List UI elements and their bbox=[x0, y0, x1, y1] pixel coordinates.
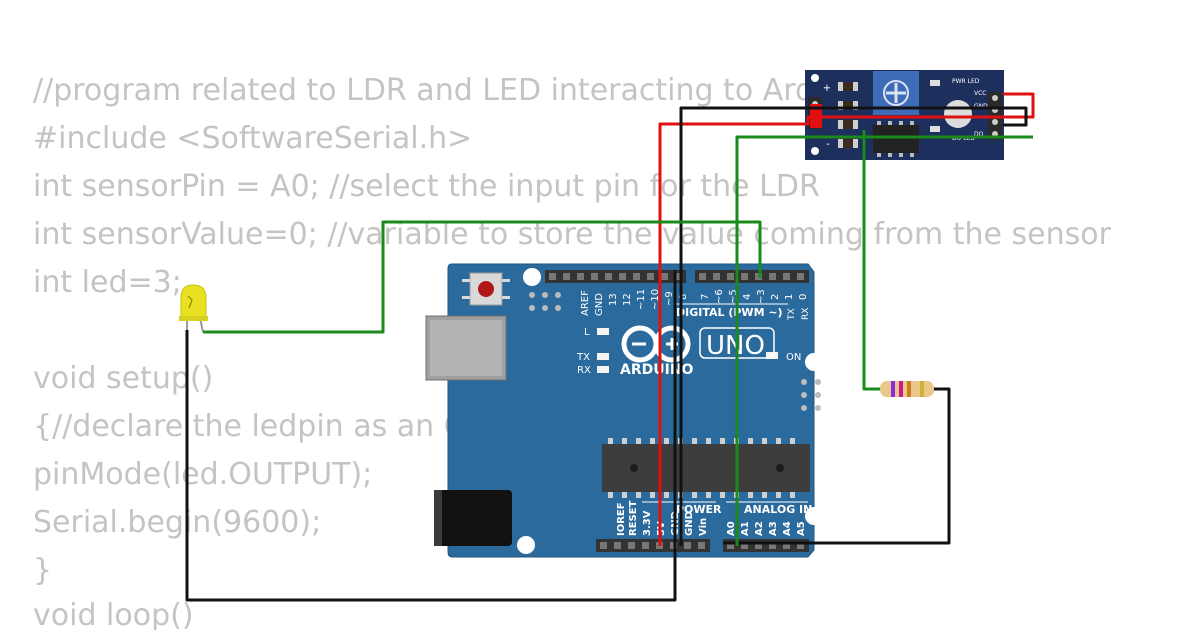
pin-label: 0 bbox=[798, 294, 809, 300]
pin-label: 4 bbox=[742, 294, 753, 300]
code-line: void loop() bbox=[33, 598, 194, 630]
power-jack bbox=[434, 490, 512, 546]
code-line: pinMode(led.OUTPUT); bbox=[33, 457, 372, 492]
wires[interactable] bbox=[185, 92, 1035, 602]
pin-label: ~9 bbox=[664, 291, 675, 306]
arduino-uno-board[interactable]: AREF GND 13 12 ~11 ~10 ~9 8 7 ~6 ~5 4 ~3… bbox=[425, 263, 823, 558]
analog-pin-label: A4 bbox=[782, 521, 793, 536]
pin-label: 12 bbox=[622, 293, 633, 306]
pin-label: ~6 bbox=[714, 289, 725, 304]
yellow-led[interactable] bbox=[179, 284, 208, 333]
power-header[interactable] bbox=[596, 539, 710, 552]
mounting-hole bbox=[805, 353, 823, 371]
led-tx bbox=[597, 353, 609, 360]
power-pin-label: 3.3V bbox=[642, 510, 653, 536]
mounting-hole bbox=[523, 268, 541, 286]
ldr-sensor-module[interactable]: + - PWR LED DO LED VCC GND DO bbox=[805, 70, 1004, 160]
pin-label: ~5 bbox=[728, 289, 739, 304]
wire-black-gnd[interactable] bbox=[185, 270, 677, 602]
led-tx-label: TX bbox=[576, 352, 590, 363]
tx-pin-label: TX bbox=[787, 308, 797, 321]
rx-pin-label: RX bbox=[801, 308, 811, 320]
mounting-hole bbox=[517, 536, 535, 554]
power-pin-label: GND bbox=[684, 511, 695, 536]
pin-label: ~10 bbox=[650, 289, 661, 310]
brand-label: ARDUINO bbox=[620, 362, 694, 378]
led-rx bbox=[597, 366, 609, 373]
wire-green-a0[interactable] bbox=[735, 135, 1033, 546]
minus-mark: - bbox=[826, 139, 830, 150]
power-pin-label: RESET bbox=[628, 500, 639, 536]
pin-label: 13 bbox=[608, 293, 619, 306]
wire-black-resistor[interactable] bbox=[723, 387, 951, 545]
power-label: POWER bbox=[676, 503, 722, 516]
pin-label: ~11 bbox=[636, 289, 647, 310]
pin-label: AREF bbox=[580, 290, 591, 316]
pin-label: GND bbox=[594, 293, 605, 316]
wire-red-5v[interactable] bbox=[658, 92, 1035, 546]
code-line: int sensorPin = A0; //select the input p… bbox=[33, 169, 820, 204]
pin-label: ~3 bbox=[756, 289, 767, 304]
analog-pin-label: A0 bbox=[726, 521, 737, 536]
analog-pin-label: A2 bbox=[754, 521, 765, 536]
vcc-pin-label: VCC bbox=[974, 90, 986, 97]
code-line: } bbox=[33, 553, 52, 588]
icsp-header-right bbox=[801, 379, 821, 411]
pin-label: 1 bbox=[784, 294, 795, 300]
analog-in-label: ANALOG IN bbox=[744, 503, 812, 516]
code-line: #include <SoftwareSerial.h> bbox=[33, 121, 472, 156]
mounting-hole bbox=[805, 507, 823, 525]
code-line: void setup() bbox=[33, 361, 213, 396]
digital-header[interactable] bbox=[545, 270, 809, 283]
code-line: int led=3; bbox=[33, 265, 182, 300]
analog-pin-label: A3 bbox=[768, 521, 779, 536]
icsp-header bbox=[527, 290, 563, 314]
led-l bbox=[597, 328, 609, 335]
analog-pin-label: A5 bbox=[796, 521, 807, 536]
pin-label: 7 bbox=[700, 294, 711, 300]
digital-pwm-label: DIGITAL (PWM ~) bbox=[676, 306, 783, 319]
led-l-label: L bbox=[584, 327, 590, 338]
wire-green-resistor[interactable] bbox=[862, 130, 880, 391]
power-pin-label: IOREF bbox=[616, 502, 627, 536]
model-label: UNO bbox=[706, 331, 765, 361]
power-pin-label: Vin bbox=[698, 518, 709, 536]
pin-label: 2 bbox=[770, 294, 781, 300]
microcontroller-chip bbox=[602, 438, 810, 498]
plus-mark: + bbox=[822, 84, 833, 92]
led-rx-label: RX bbox=[577, 365, 591, 376]
pin-label: 8 bbox=[678, 294, 689, 300]
wire-green-led[interactable] bbox=[203, 220, 762, 334]
code-line: //program related to LDR and LED interac… bbox=[33, 73, 879, 108]
led-on bbox=[766, 352, 778, 359]
do-pin-label: DO bbox=[974, 131, 984, 138]
on-label: ON bbox=[786, 352, 801, 363]
analog-pin-label: A1 bbox=[740, 521, 751, 536]
code-line: Serial.begin(9600); bbox=[33, 505, 321, 540]
pwr-led-label: PWR LED bbox=[952, 78, 980, 85]
ldr-photoresistor-icon bbox=[944, 100, 972, 128]
